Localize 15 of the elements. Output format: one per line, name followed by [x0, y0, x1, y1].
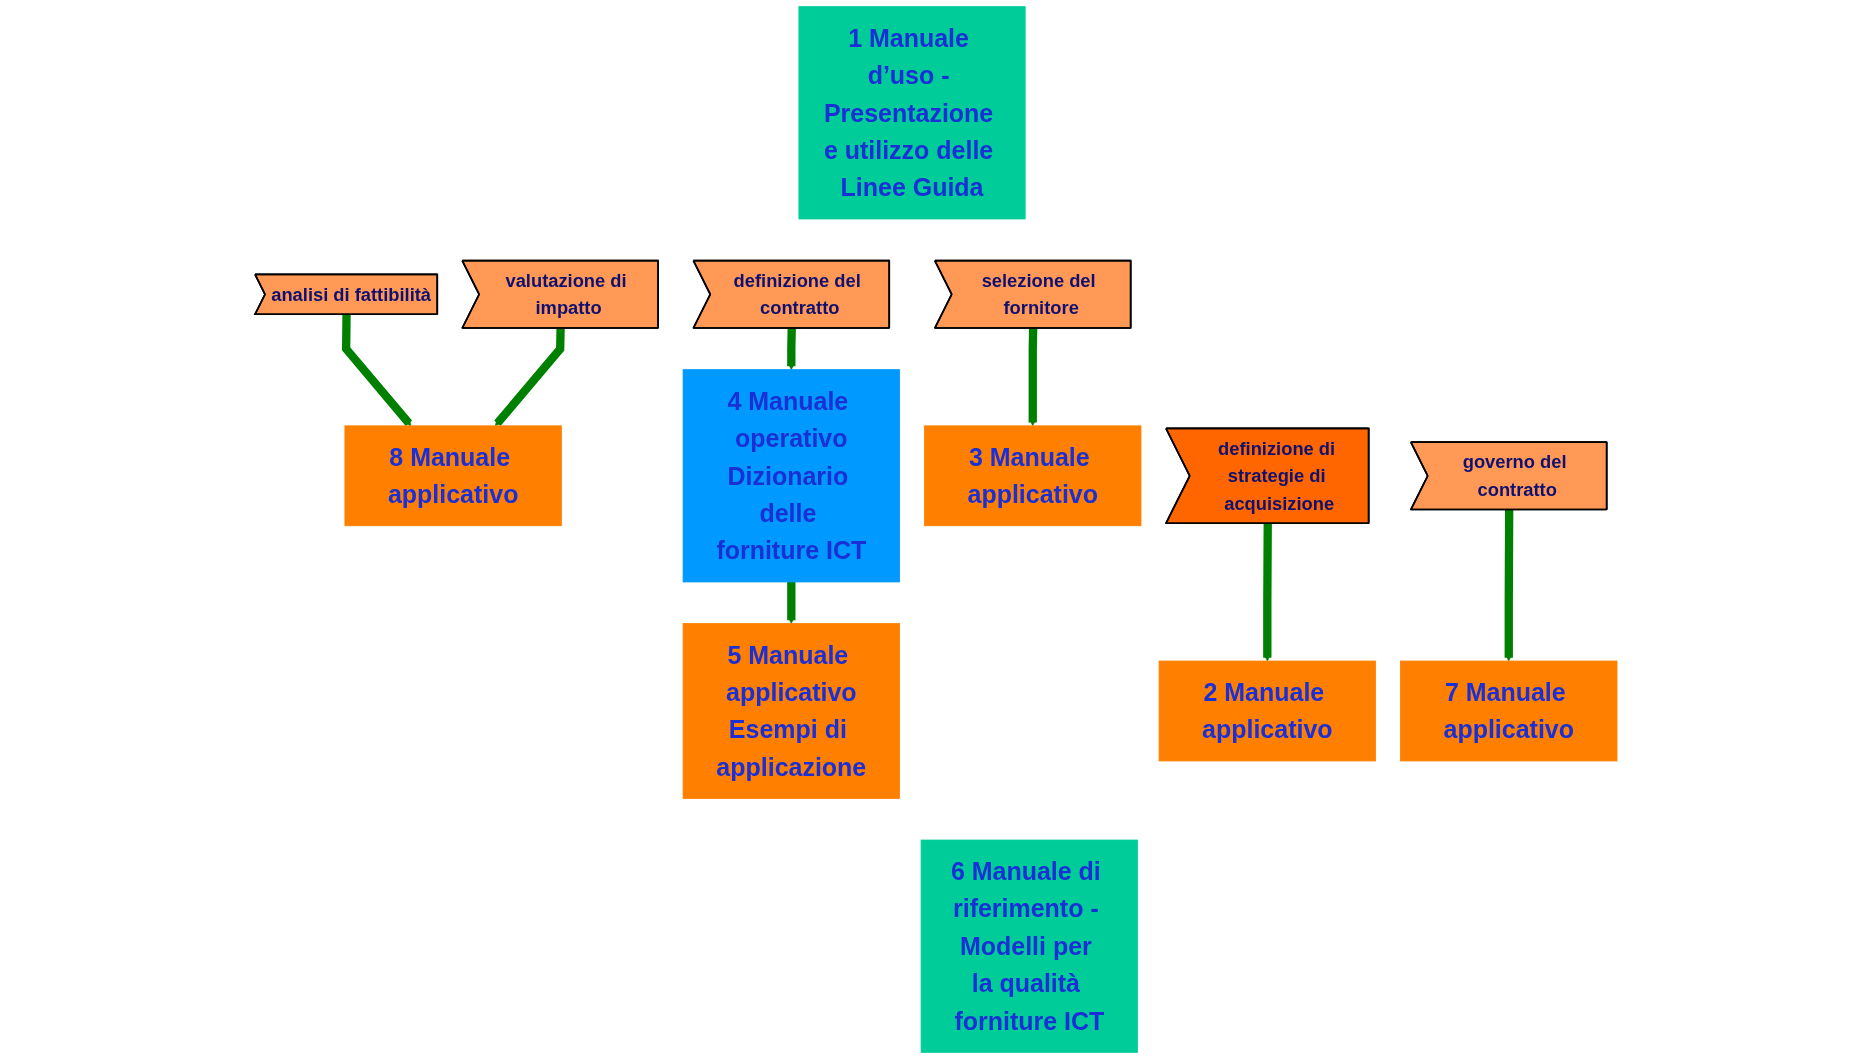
node-box: 4 Manuale operativo Dizionario delle forniture ICT [682, 369, 900, 583]
node-box: 1 Manuale d’uso - Presentazione e utilizzo delle Linee Guida [798, 6, 1026, 220]
arrow [787, 328, 796, 370]
node-box: 5 Manuale applicativo Esempi di applicazione [682, 623, 900, 799]
arrow [1263, 523, 1272, 662]
node-box: 3 Manuale applicativo [924, 425, 1142, 527]
node-box: 8 Manuale applicativo [344, 425, 562, 527]
arrow [787, 581, 796, 624]
node-box: 6 Manuale di riferimento - Modelli per la qualità forniture ICT [920, 839, 1138, 1053]
arrow [341, 314, 413, 427]
arrow [1504, 509, 1514, 662]
node-box: 2 Manuale applicativo [1158, 660, 1376, 762]
arrow [494, 328, 565, 427]
node-box: 7 Manuale applicativo [1400, 660, 1618, 762]
arrow [1028, 328, 1038, 427]
